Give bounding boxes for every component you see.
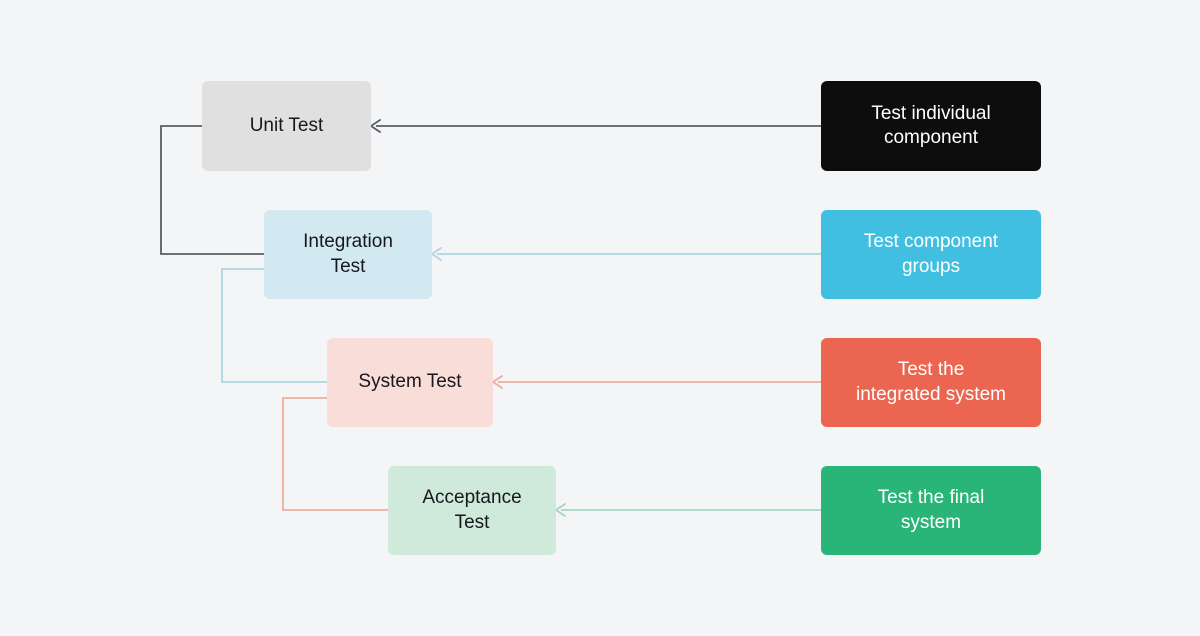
node-system-test[interactable]: System Test (327, 338, 493, 427)
edge-desc-to-unit-test-arrowhead (370, 119, 381, 133)
node-unit-test[interactable]: Unit Test (202, 81, 371, 171)
edge-desc-to-acceptance-test-arrowhead (555, 503, 566, 517)
node-test-the-integrated-system[interactable]: Test the integrated system (821, 338, 1041, 427)
edge-desc-to-system-test-arrowhead (492, 375, 503, 389)
node-test-component-groups[interactable]: Test component groups (821, 210, 1041, 299)
node-test-individual-component[interactable]: Test individual component (821, 81, 1041, 171)
node-label: Test individual component (871, 102, 991, 148)
node-label: Integration Test (303, 231, 393, 277)
node-label: System Test (358, 371, 462, 393)
node-label: Test the final system (877, 487, 985, 533)
node-label: Test the integrated system (856, 359, 1006, 405)
node-acceptance-test[interactable]: Acceptance Test (388, 466, 556, 555)
node-label: Test component groups (863, 231, 999, 277)
node-label: Acceptance Test (422, 487, 522, 533)
node-integration-test[interactable]: Integration Test (264, 210, 432, 299)
node-label: Unit Test (249, 114, 324, 136)
node-test-the-final-system[interactable]: Test the final system (821, 466, 1041, 555)
edge-desc-to-integration-test-arrowhead (431, 247, 442, 261)
